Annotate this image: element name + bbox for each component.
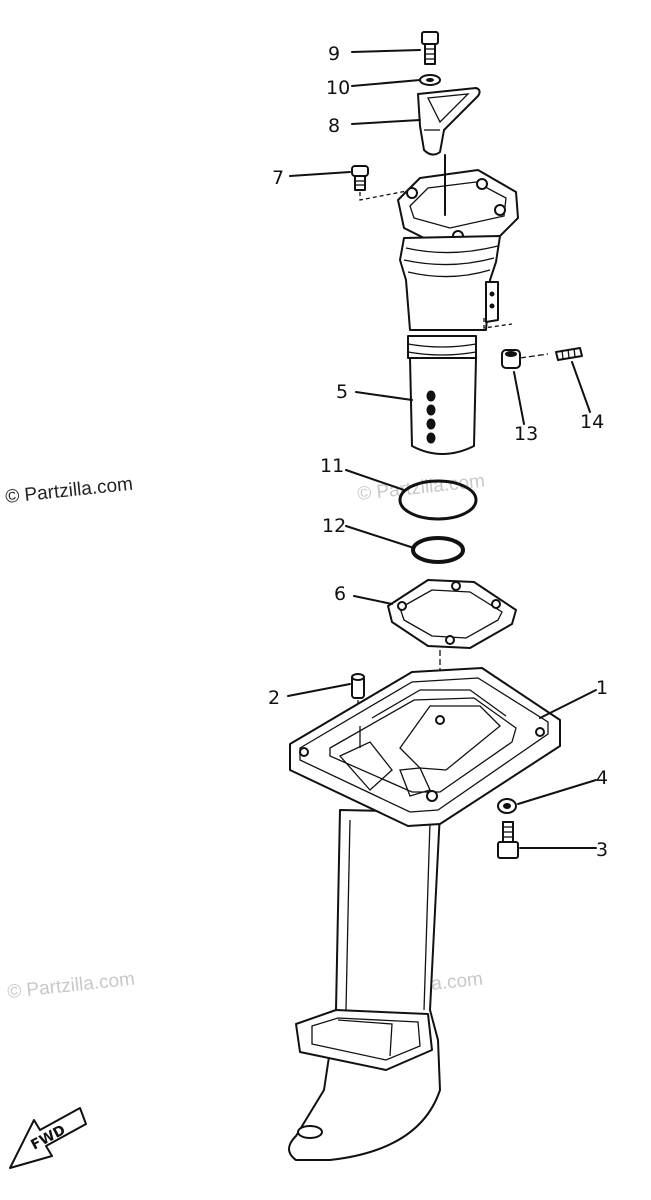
part-13-collar bbox=[501, 349, 549, 369]
callout-14: 14 bbox=[580, 411, 604, 433]
callout-4: 4 bbox=[596, 767, 608, 789]
part-1-upper-casing bbox=[288, 667, 561, 1161]
callout-11: 11 bbox=[320, 455, 344, 477]
part-5-exhaust-tube bbox=[397, 154, 519, 455]
leader-lines bbox=[287, 49, 597, 849]
watermark-left-mid: © Partzilla.com bbox=[4, 474, 134, 508]
callout-7: 7 bbox=[272, 167, 284, 189]
callout-1: 1 bbox=[596, 677, 608, 699]
callout-3: 3 bbox=[596, 839, 608, 861]
callout-12: 12 bbox=[322, 515, 346, 537]
callout-2: 2 bbox=[268, 687, 280, 709]
callout-6: 6 bbox=[334, 583, 346, 605]
callout-10: 10 bbox=[326, 77, 350, 99]
part-10-washer bbox=[419, 74, 441, 86]
callout-9: 9 bbox=[328, 43, 340, 65]
callout-5: 5 bbox=[336, 381, 348, 403]
part-12-o-ring bbox=[411, 536, 465, 564]
part-11-o-ring bbox=[398, 479, 478, 521]
part-8-bracket bbox=[417, 87, 481, 156]
watermark-left-low: © Partzilla.com bbox=[6, 969, 136, 1003]
part-3-bolt bbox=[497, 821, 519, 859]
part-7-screw bbox=[351, 165, 413, 201]
part-14-screw bbox=[555, 347, 583, 361]
callout-13: 13 bbox=[514, 423, 538, 445]
callout-8: 8 bbox=[328, 115, 340, 137]
part-4-washer bbox=[497, 798, 517, 814]
part-9-bolt bbox=[421, 31, 439, 65]
fwd-arrow: FWD bbox=[9, 1107, 87, 1169]
part-6-gasket bbox=[387, 579, 517, 720]
